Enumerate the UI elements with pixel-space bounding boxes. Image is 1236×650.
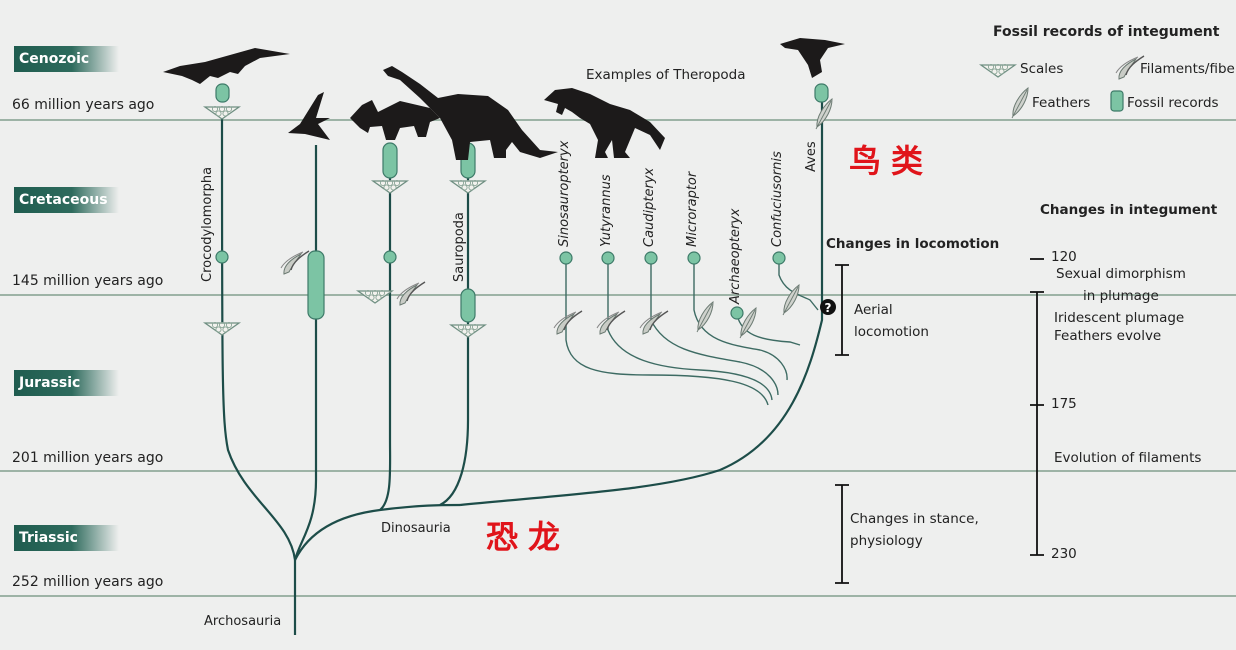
fossil-record-pterosaur xyxy=(307,250,325,320)
legend-label-filaments: Filaments/fibers xyxy=(1140,61,1236,77)
integument-tick-label-120: 120 xyxy=(1051,249,1077,265)
fossil-record-croc-top xyxy=(215,83,230,103)
fossil-record-archaeopteryx xyxy=(730,306,744,320)
fossil-record-sauropod-mid xyxy=(460,288,476,323)
event-iridescent-plumage: Iridescent plumage xyxy=(1054,310,1185,326)
fossil-record-ornith-top xyxy=(382,142,398,179)
tyrannosaur-silhouette xyxy=(544,88,665,158)
fossil-record-yutyrannus xyxy=(601,251,615,265)
bird-silhouette xyxy=(780,38,845,78)
taxon-archaeopteryx: Archaeopteryx xyxy=(728,208,743,304)
era-cenozoic: Cenozoic xyxy=(14,46,119,72)
scales-icon xyxy=(357,289,393,304)
event-feathers-evolve: Feathers evolve xyxy=(1054,328,1162,344)
scales-icon xyxy=(204,105,240,120)
integument-range-bar xyxy=(1030,291,1044,556)
triceratops-silhouette xyxy=(350,100,440,140)
filaments-icon xyxy=(639,310,669,335)
filaments-icon xyxy=(553,310,583,335)
stance-label-2: physiology xyxy=(850,533,923,549)
integument-tick-label-230: 230 xyxy=(1051,546,1077,562)
fossil-record-croc-mid xyxy=(215,250,229,264)
event-evolution-of-filaments: Evolution of filaments xyxy=(1054,450,1202,466)
sauropod-silhouette xyxy=(383,66,558,160)
clade-crocodylomorpha: Crocodylomorpha xyxy=(200,166,215,282)
fossil-record-ornith-mid xyxy=(383,250,397,264)
feather-icon xyxy=(696,301,714,333)
aerial-range-bar xyxy=(835,264,849,356)
clade-sauropoda: Sauropoda xyxy=(452,212,467,282)
branch-theropoda xyxy=(459,100,824,507)
legend-feather-icon xyxy=(1011,87,1029,119)
filaments-icon xyxy=(596,310,626,335)
integument-tick-label-175: 175 xyxy=(1051,396,1077,412)
filaments-icon xyxy=(396,281,426,306)
era-jurassic: Jurassic xyxy=(14,370,119,396)
integument-title: Changes in integument xyxy=(1040,202,1218,218)
taxon-microraptor: Microraptor xyxy=(685,171,700,247)
era-cretaceous: Cretaceous xyxy=(14,187,119,213)
pterosaur-silhouette xyxy=(288,92,330,140)
locomotion-title: Changes in locomotion xyxy=(826,236,1000,252)
scales-icon xyxy=(450,323,486,338)
legend-scales-icon xyxy=(980,63,1016,78)
aerial-label-1: Aerial xyxy=(854,302,893,318)
fossil-record-aves xyxy=(814,83,829,103)
event-sexual-dimorphism: Sexual dimorphism xyxy=(1056,266,1186,282)
branch-pterosaur xyxy=(293,145,318,561)
branch-ornithischia xyxy=(379,145,392,511)
crocodile-silhouette xyxy=(163,48,290,84)
branch-archaeopteryx xyxy=(736,314,801,346)
branch-yutyrannus xyxy=(607,258,773,401)
boundary-label-201: 201 million years ago xyxy=(12,450,164,466)
question-mark-glyph: ? xyxy=(825,301,832,315)
branch-dinosauria xyxy=(294,503,461,561)
taxon-sinosauropteryx: Sinosauropteryx xyxy=(557,140,572,247)
feather-icon xyxy=(782,284,800,316)
legend-label-scales: Scales xyxy=(1020,61,1064,77)
legend-label-feathers: Feathers xyxy=(1032,95,1091,111)
legend-label-fossil-records: Fossil records xyxy=(1127,95,1219,111)
taxon-confuciusornis: Confuciusornis xyxy=(770,151,785,247)
branch-sauropoda xyxy=(439,145,470,506)
stance-range-bar xyxy=(835,484,849,584)
fossil-record-caudipteryx xyxy=(644,251,658,265)
scales-icon xyxy=(450,179,486,194)
boundary-line-201 xyxy=(0,470,1236,472)
scales-icon xyxy=(372,179,408,194)
legend-fossil-record-icon xyxy=(1110,90,1124,112)
fossil-record-sinosauropteryx xyxy=(559,251,573,265)
stance-label-1: Changes in stance, xyxy=(850,511,979,527)
theropoda-title: Examples of Theropoda xyxy=(586,67,746,83)
annotation-dinosaurs-cn: 恐龙 xyxy=(486,518,571,556)
branch-sinosauropteryx xyxy=(565,258,769,406)
fossil-record-microraptor xyxy=(687,251,701,265)
boundary-label-252: 252 million years ago xyxy=(12,574,164,590)
taxon-yutyrannus: Yutyrannus xyxy=(599,174,614,247)
question-mark-icon xyxy=(820,299,836,315)
boundary-label-66: 66 million years ago xyxy=(12,97,155,113)
event-in-plumage: in plumage xyxy=(1083,288,1159,304)
clade-archosauria: Archosauria xyxy=(204,614,282,629)
branch-caudipteryx xyxy=(650,258,779,396)
boundary-label-145: 145 million years ago xyxy=(12,273,164,289)
branch-confuciusornis xyxy=(778,258,819,311)
clade-dinosauria: Dinosauria xyxy=(381,521,451,536)
branch-crocodylomorpha xyxy=(220,109,297,561)
taxon-caudipteryx: Caudipteryx xyxy=(642,167,657,247)
legend-title: Fossil records of integument xyxy=(993,24,1220,40)
era-triassic: Triassic xyxy=(14,525,119,551)
filaments-icon xyxy=(280,250,310,275)
boundary-line-252 xyxy=(0,595,1236,597)
clade-aves: Aves xyxy=(804,141,819,172)
feather-icon xyxy=(815,98,833,130)
scales-icon xyxy=(204,321,240,336)
aerial-label-2: locomotion xyxy=(854,324,929,340)
annotation-birds-cn: 鸟类 xyxy=(849,142,934,180)
boundary-line-145 xyxy=(0,294,1236,296)
fossil-record-confuciusornis xyxy=(772,251,786,265)
